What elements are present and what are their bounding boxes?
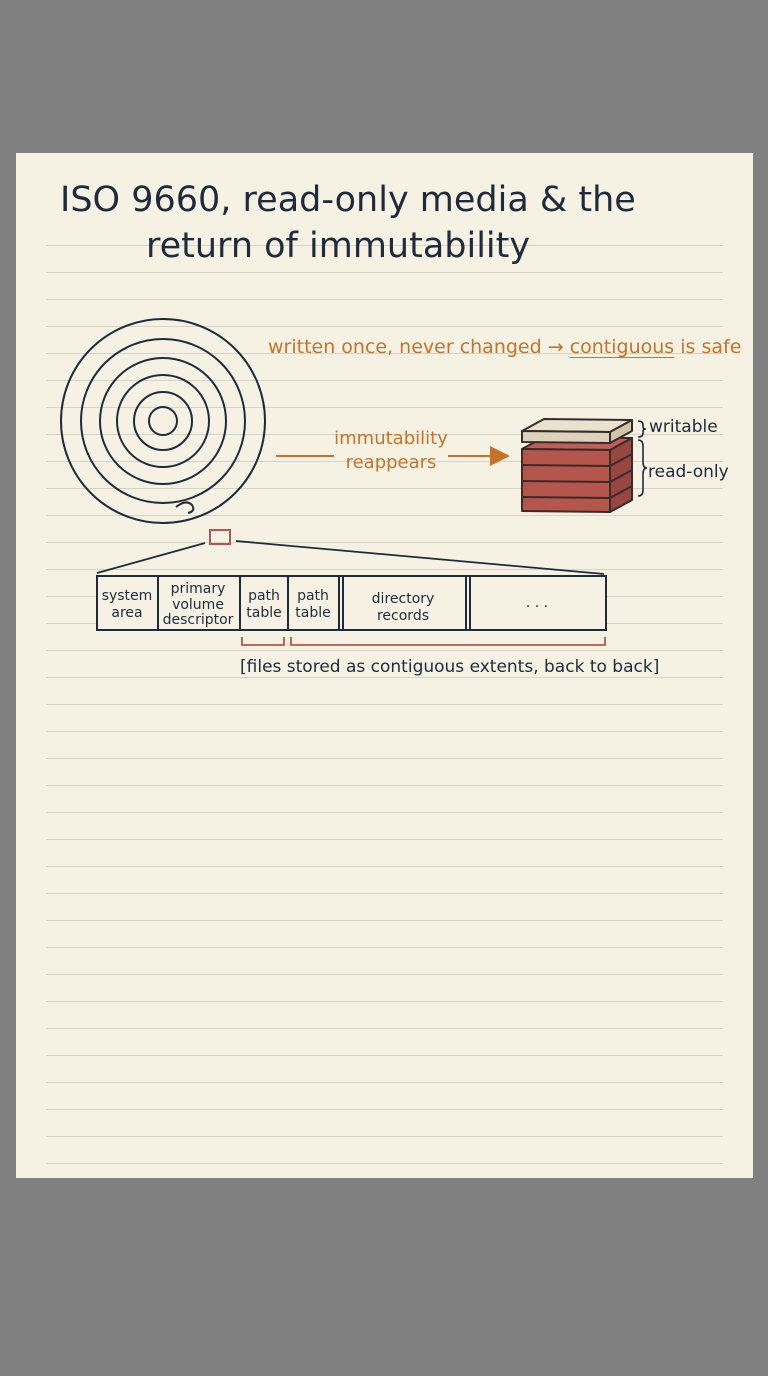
read-only-brace-icon xyxy=(637,439,648,497)
segment-label: path xyxy=(297,588,329,604)
segment-path-table-1: path table xyxy=(246,588,281,621)
annotation-prefix: written once, never changed → xyxy=(268,336,570,358)
writable-brace-icon xyxy=(637,420,647,438)
segment-label: table xyxy=(295,605,330,621)
immutability-annotation: immutability reappears xyxy=(316,427,466,475)
read-only-label: read-only xyxy=(648,462,729,482)
segment-label: primary xyxy=(171,581,226,597)
extent-brackets xyxy=(241,637,606,646)
segment-ellipsis: . . . xyxy=(526,595,548,611)
written-once-annotation: written once, never changed → contiguous… xyxy=(268,336,741,358)
annotation-suffix: is safe xyxy=(674,336,742,358)
annotation-underlined-word: contiguous xyxy=(569,336,675,358)
immutability-line-1: immutability xyxy=(334,428,448,449)
segment-primary-volume-descriptor: primary volume descriptor xyxy=(163,581,234,628)
page-title: ISO 9660, read-only media & the return o… xyxy=(60,177,700,269)
zoom-line-right xyxy=(235,540,605,575)
segment-label: descriptor xyxy=(163,612,234,628)
segment-label: table xyxy=(246,605,281,621)
segment-label: path xyxy=(248,588,280,604)
writable-label: writable xyxy=(649,417,718,437)
notebook-page: ISO 9660, read-only media & the return o… xyxy=(16,153,753,1178)
layer-stack-icon xyxy=(521,418,633,513)
segment-label: volume xyxy=(172,597,224,613)
segment-path-table-2: path table xyxy=(295,588,330,621)
segment-label: directory xyxy=(372,591,435,607)
diagram-art: system area primary volume descriptor pa… xyxy=(60,318,648,646)
immutability-line-2: reappears xyxy=(345,452,437,473)
segment-label: area xyxy=(111,605,142,621)
zoom-line-left xyxy=(96,542,206,574)
disc-spiral-icon xyxy=(60,318,266,524)
extents-caption: [files stored as contiguous extents, bac… xyxy=(240,657,660,677)
title-line-1: ISO 9660, read-only media & the xyxy=(60,180,636,220)
title-line-2: return of immutability xyxy=(146,226,531,266)
segment-system-area: system area xyxy=(102,588,153,621)
segment-label: records xyxy=(377,608,429,624)
disc-layout-strip xyxy=(96,575,607,631)
segment-directory-records: directory records xyxy=(372,591,435,624)
segment-label: system xyxy=(102,588,153,604)
ruled-lines xyxy=(46,219,723,1169)
segment-label: . . . xyxy=(526,595,548,611)
zoom-marker xyxy=(209,529,231,545)
